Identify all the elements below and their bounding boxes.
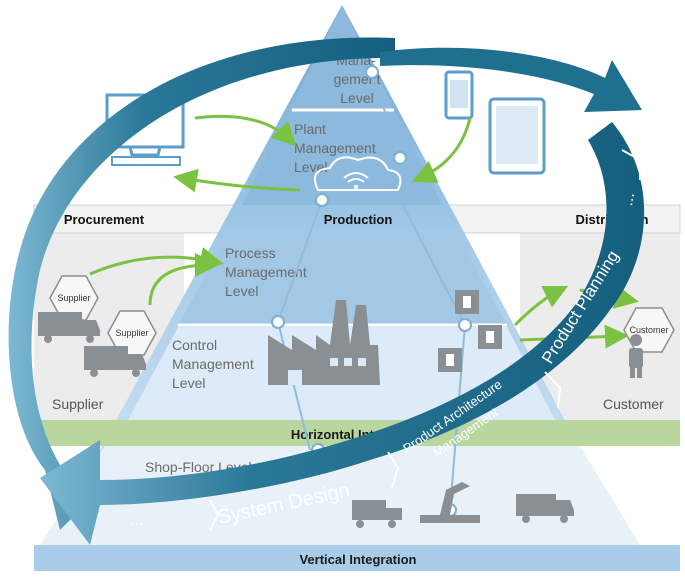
procurement-label: Procurement: [64, 212, 145, 227]
truck-icon: [516, 494, 574, 523]
svg-text:Supplier: Supplier: [115, 328, 148, 338]
flow-arrow: [173, 168, 301, 193]
smartphone-icon: [444, 70, 474, 120]
node-dot: [458, 318, 472, 332]
control-level-label-3: Level: [172, 375, 205, 391]
cloud-icon: [314, 156, 402, 191]
production-label: Production: [324, 212, 393, 227]
vertical-integration-label: Vertical Integration: [299, 552, 416, 567]
customer-label: Customer: [603, 396, 664, 412]
flow-arrow: [148, 253, 219, 306]
factory-icon: [268, 300, 380, 385]
cycle-ellipsis-bottom: ...: [130, 512, 143, 529]
node-dot: [393, 151, 407, 165]
vertical-integration-band: [34, 545, 680, 571]
plant-level-label-3: Level: [294, 159, 327, 175]
node-dot: [365, 65, 379, 79]
svg-text:Customer: Customer: [629, 325, 668, 335]
cube-icon: [438, 290, 502, 372]
person-icon: [629, 334, 643, 378]
plant-level-label-2: Management: [294, 140, 376, 156]
shopfloor-band: [40, 446, 640, 545]
process-level-label-2: Management: [225, 264, 307, 280]
node-dot: [271, 315, 285, 329]
flow-arrow: [194, 114, 297, 147]
pyramid-top: [242, 5, 442, 205]
node-dot: [315, 193, 329, 207]
wifi-icon: [343, 172, 369, 183]
management-level-label-3: Level: [340, 90, 373, 106]
process-level-band: [178, 233, 507, 325]
process-level-label-1: Process: [225, 245, 276, 261]
forklift-icon: [352, 500, 402, 528]
development-cycle-arrow: [8, 37, 645, 545]
robot-arm-icon: [420, 482, 480, 523]
truck-icon: [38, 312, 100, 343]
flow-arrow: [513, 285, 569, 327]
plant-level-label-1: Plant: [294, 121, 326, 137]
flow-arrow: [411, 117, 472, 183]
control-level-label-2: Management: [172, 356, 254, 372]
svg-text:Supplier: Supplier: [57, 293, 90, 303]
truck-icon: [84, 346, 146, 377]
process-level-label-3: Level: [225, 283, 258, 299]
cycle-ellipsis-top: ...: [619, 191, 638, 207]
control-level-label-1: Control: [172, 337, 217, 353]
supplier-label: Supplier: [52, 396, 104, 412]
tablet-icon: [488, 97, 546, 175]
